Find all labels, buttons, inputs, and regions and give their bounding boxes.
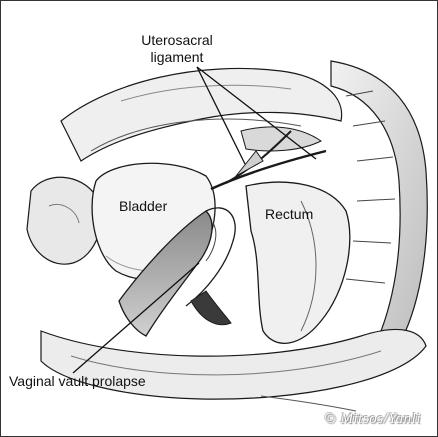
uterosacral-ligament-label: Uterosacral ligament (113, 32, 241, 66)
pubic-bone (27, 177, 101, 264)
uterosacral-label-line2: ligament (113, 49, 241, 66)
uterosacral-label-line1: Uterosacral (113, 32, 241, 49)
vaginal-vault-prolapse-label: Vaginal vault prolapse (9, 373, 146, 390)
bowel-loops (61, 68, 342, 161)
spine-sacrum (331, 61, 427, 341)
artist-credit: © Mitsos/Yanli (324, 411, 421, 428)
pelvic-floor (41, 329, 426, 411)
bladder-label: Bladder (119, 198, 167, 215)
rectum-label: Rectum (265, 206, 313, 223)
